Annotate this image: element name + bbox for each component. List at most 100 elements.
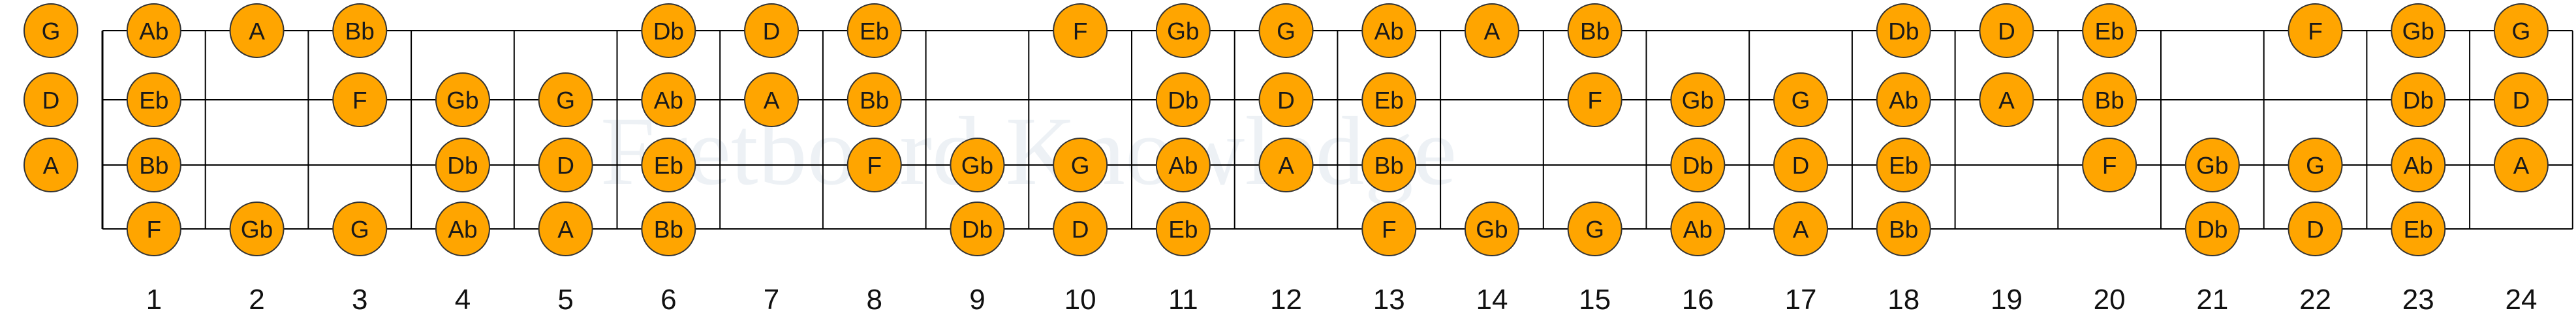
fret-note: D (1258, 72, 1314, 127)
note-circle (641, 72, 696, 127)
fret-note: Ab (126, 3, 181, 58)
note-label: A (43, 153, 59, 179)
fret-note: Db (641, 3, 696, 58)
fret-note: Gb (2184, 138, 2240, 192)
note-label: D (763, 18, 781, 45)
note-circle (744, 3, 799, 58)
note-circle (641, 3, 696, 58)
fret-number: 1 (146, 284, 162, 316)
note-circle (229, 3, 285, 58)
fret-number: 13 (1373, 284, 1405, 316)
note-label: G (1277, 18, 1296, 45)
fret-note: F (332, 72, 388, 127)
note-label: Ab (448, 217, 477, 243)
fret-note: Db (950, 202, 1005, 256)
note-circle (1361, 138, 1417, 192)
note-circle (2391, 202, 2446, 256)
fret-note: D (1979, 3, 2034, 58)
fret-number: 16 (1682, 284, 1714, 316)
fret-number: 23 (2402, 284, 2434, 316)
fret-number: 20 (2094, 284, 2126, 316)
note-circle (2288, 138, 2343, 192)
note-circle (1053, 138, 1108, 192)
note-label: Bb (1580, 18, 1609, 45)
note-label: Ab (1168, 153, 1198, 179)
fret-note: Bb (2082, 72, 2137, 127)
fret-note: F (2082, 138, 2137, 192)
fret-note: G (1567, 202, 1622, 256)
fret-note: F (126, 202, 181, 256)
fret-note: Ab (435, 202, 490, 256)
note-label: G (42, 18, 61, 45)
fret-note: A (2493, 138, 2549, 192)
fret-note: Gb (1670, 72, 1726, 127)
fret-number: 10 (1064, 284, 1096, 316)
note-label: Db (447, 153, 478, 179)
fret-note: Eb (126, 72, 181, 127)
note-circle (1773, 72, 1829, 127)
note-circle (2391, 72, 2446, 127)
note-circle (332, 202, 388, 256)
note-circle (23, 138, 78, 192)
note-label: A (557, 217, 574, 243)
note-circle (126, 72, 181, 127)
note-circle (2288, 3, 2343, 58)
fret-number: 22 (2299, 284, 2331, 316)
note-circle (126, 3, 181, 58)
note-label: D (557, 153, 574, 179)
fret-note: Eb (1155, 202, 1211, 256)
fret-note: Db (1155, 72, 1211, 127)
fret-note: F (1053, 3, 1108, 58)
note-circle (1361, 3, 1417, 58)
fret-note: D (1053, 202, 1108, 256)
note-label: G (1792, 87, 1810, 114)
note-circle (435, 138, 490, 192)
fret-note: Db (1670, 138, 1726, 192)
fret-number: 7 (764, 284, 779, 316)
note-label: G (2306, 153, 2325, 179)
note-markers: GDAAbEbBbFAGbBbFGGbDbAbGDADbAbEbBbDAEbBb… (23, 3, 2549, 256)
note-label: Eb (2404, 217, 2433, 243)
note-label: Bb (345, 18, 375, 45)
note-circle (2288, 202, 2343, 256)
fret-note: Bb (126, 138, 181, 192)
note-label: Db (1168, 87, 1198, 114)
note-label: Gb (1167, 18, 1199, 45)
note-circle (950, 202, 1005, 256)
note-circle (846, 138, 902, 192)
note-circle (332, 72, 388, 127)
fret-number: 15 (1579, 284, 1611, 316)
note-circle (2184, 138, 2240, 192)
note-circle (538, 72, 593, 127)
note-circle (1155, 72, 1211, 127)
fret-note: A (1979, 72, 2034, 127)
fret-note: G (2288, 138, 2343, 192)
fret-note: Eb (641, 138, 696, 192)
note-circle (950, 138, 1005, 192)
note-circle (23, 3, 78, 58)
fret-number: 18 (1887, 284, 1919, 316)
note-label: Bb (654, 217, 683, 243)
note-label: D (1998, 18, 2015, 45)
note-label: Db (1683, 153, 1713, 179)
fret-note: Gb (1464, 202, 1519, 256)
fret-note: Db (2391, 72, 2446, 127)
fret-note: Bb (846, 72, 902, 127)
fret-number: 17 (1785, 284, 1817, 316)
fret-note: A (1258, 138, 1314, 192)
note-circle (2082, 3, 2137, 58)
note-label: Db (1888, 18, 1919, 45)
fret-note: G (1053, 138, 1108, 192)
fret-note: A (744, 72, 799, 127)
note-label: D (1072, 217, 1089, 243)
note-circle (2493, 138, 2549, 192)
note-circle (1361, 72, 1417, 127)
note-label: D (1277, 87, 1295, 114)
fret-note: Gb (950, 138, 1005, 192)
fret-number: 12 (1270, 284, 1302, 316)
note-circle (1258, 3, 1314, 58)
fret-note: Bb (1567, 3, 1622, 58)
note-label: Eb (860, 18, 889, 45)
note-circle (1464, 3, 1519, 58)
